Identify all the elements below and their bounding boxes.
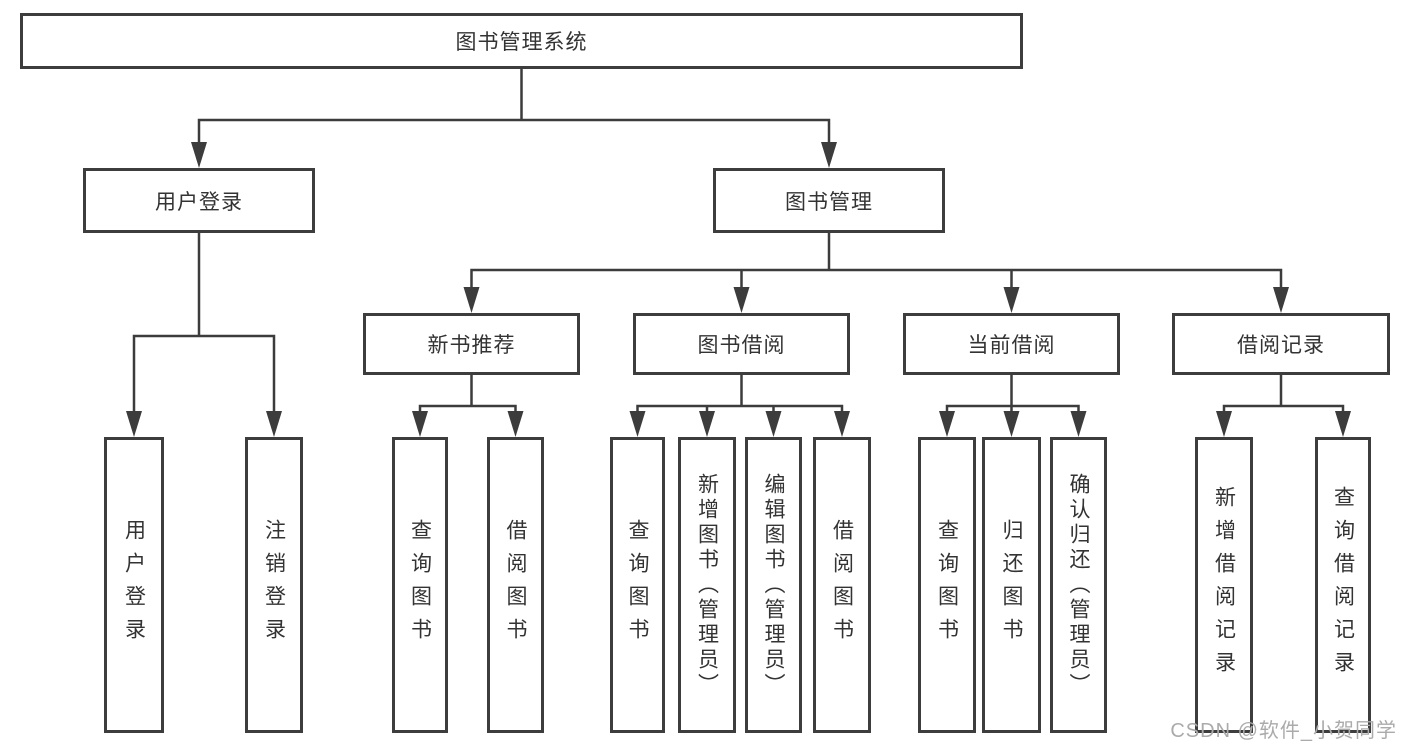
arrowhead-icon bbox=[1003, 411, 1020, 437]
arrowhead-icon bbox=[733, 287, 750, 313]
node-v-add-book: 新增图书（管理员） bbox=[678, 437, 736, 733]
arrowhead-icon bbox=[1335, 411, 1351, 437]
arrowhead-icon bbox=[1273, 287, 1289, 313]
node-label: 借阅记录 bbox=[1237, 334, 1325, 357]
arrowhead-icon bbox=[1216, 411, 1232, 437]
node-v-borrow-book-1: 借阅图书 bbox=[487, 437, 544, 733]
branch-book-mgmt bbox=[463, 231, 1289, 313]
node-v-query-book-3: 查询图书 bbox=[918, 437, 976, 733]
branch-borrow-records bbox=[1216, 373, 1351, 437]
node-v-query-book-1: 查询图书 bbox=[392, 437, 448, 733]
node-label: 查询图书 bbox=[626, 519, 649, 651]
node-borrow-records: 借阅记录 bbox=[1172, 313, 1390, 375]
node-label: 查询图书 bbox=[408, 519, 432, 651]
node-label: 当前借阅 bbox=[967, 334, 1056, 357]
branch-book-borrow bbox=[629, 373, 850, 437]
branch-current-borrow bbox=[939, 373, 1087, 437]
node-label: 查询借阅记录 bbox=[1331, 486, 1355, 684]
arrowhead-icon bbox=[699, 411, 715, 437]
node-v-return-book: 归还图书 bbox=[982, 437, 1041, 733]
node-label: 查询图书 bbox=[935, 519, 959, 651]
node-label: 用户登录 bbox=[122, 519, 146, 651]
node-label: 图书借阅 bbox=[697, 334, 786, 357]
node-label: 借阅图书 bbox=[830, 519, 854, 651]
arrowhead-icon bbox=[629, 411, 646, 437]
arrowhead-icon bbox=[126, 411, 142, 437]
branch-root bbox=[191, 67, 837, 168]
node-book-borrow: 图书借阅 bbox=[633, 313, 850, 375]
arrowhead-icon bbox=[463, 287, 480, 313]
arrowhead-icon bbox=[821, 142, 837, 168]
node-label: 注销登录 bbox=[262, 519, 286, 651]
node-v-confirm-return: 确认归还（管理员） bbox=[1050, 437, 1107, 733]
branch-new-book-rec bbox=[412, 373, 524, 437]
arrowhead-icon bbox=[412, 411, 428, 437]
node-label: 编辑图书（管理员） bbox=[762, 472, 785, 698]
node-label: 新书推荐 bbox=[427, 334, 516, 357]
node-label: 借阅图书 bbox=[504, 519, 527, 651]
arrowhead-icon bbox=[191, 142, 207, 168]
node-v-user-login: 用户登录 bbox=[104, 437, 164, 733]
node-v-borrow-book-2: 借阅图书 bbox=[813, 437, 871, 733]
node-current-borrow: 当前借阅 bbox=[903, 313, 1120, 375]
arrowhead-icon bbox=[765, 411, 782, 437]
node-v-add-record: 新增借阅记录 bbox=[1195, 437, 1253, 733]
branch-user-login-group bbox=[126, 231, 282, 437]
node-label: 新增借阅记录 bbox=[1212, 486, 1236, 684]
node-label: 图书管理系统 bbox=[455, 31, 588, 54]
csdn-watermark: CSDN @软件_小贺同学 bbox=[1170, 720, 1397, 742]
arrowhead-icon bbox=[834, 411, 850, 437]
arrowhead-icon bbox=[1003, 287, 1020, 313]
node-book-mgmt: 图书管理 bbox=[713, 168, 945, 233]
node-v-logout: 注销登录 bbox=[245, 437, 303, 733]
arrowhead-icon bbox=[1070, 411, 1087, 437]
arrowhead-icon bbox=[266, 411, 282, 437]
node-label: 用户登录 bbox=[155, 190, 243, 214]
node-label: 确认归还（管理员） bbox=[1067, 472, 1090, 698]
arrowhead-icon bbox=[939, 411, 955, 437]
node-label: 归还图书 bbox=[1000, 519, 1023, 651]
node-new-book-rec: 新书推荐 bbox=[363, 313, 580, 375]
node-label: 新增图书（管理员） bbox=[695, 472, 719, 698]
node-v-query-book-2: 查询图书 bbox=[610, 437, 665, 733]
node-v-query-record: 查询借阅记录 bbox=[1315, 437, 1371, 733]
node-v-edit-book: 编辑图书（管理员） bbox=[745, 437, 802, 733]
node-root: 图书管理系统 bbox=[20, 13, 1023, 69]
node-label: 图书管理 bbox=[785, 190, 873, 214]
arrowhead-icon bbox=[507, 411, 524, 437]
node-user-login-group: 用户登录 bbox=[83, 168, 315, 233]
